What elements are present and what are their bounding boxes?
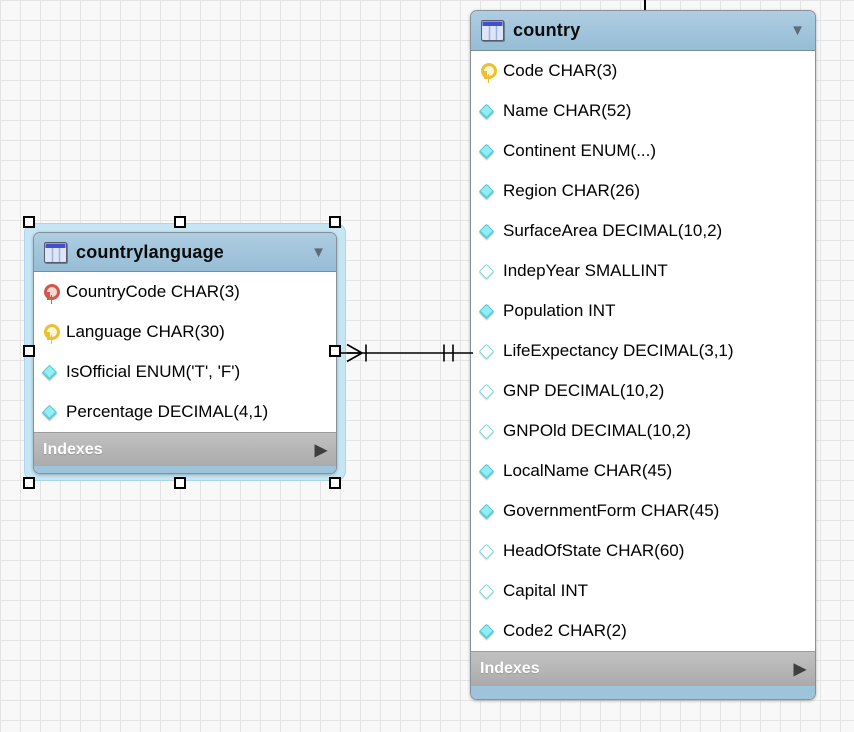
column-row[interactable]: Capital INT xyxy=(471,571,815,611)
column-label: Capital INT xyxy=(503,581,589,600)
selection-handle-top-right[interactable] xyxy=(329,216,341,228)
key-red-icon xyxy=(41,284,60,300)
diamond-filled-icon xyxy=(478,103,494,119)
column-row[interactable]: GNP DECIMAL(10,2) xyxy=(471,371,815,411)
column-label: Continent ENUM(...) xyxy=(503,141,657,160)
column-list: Code CHAR(3) Name CHAR(52) Continent ENU… xyxy=(471,51,815,651)
column-row[interactable]: LocalName CHAR(45) xyxy=(471,451,815,491)
column-label: CountryCode CHAR(3) xyxy=(66,282,240,301)
relationship-line[interactable] xyxy=(337,330,477,376)
column-row[interactable]: LifeExpectancy DECIMAL(3,1) xyxy=(471,331,815,371)
column-row[interactable]: HeadOfState CHAR(60) xyxy=(471,531,815,571)
selection-handle-mid-right[interactable] xyxy=(329,345,341,357)
indexes-label: Indexes xyxy=(43,440,103,458)
table-icon xyxy=(481,20,504,41)
collapse-arrow-icon[interactable]: ▼ xyxy=(790,22,805,39)
column-label: Name CHAR(52) xyxy=(503,101,632,120)
column-label: Language CHAR(30) xyxy=(66,322,225,341)
column-label: GNPOld DECIMAL(10,2) xyxy=(503,421,691,440)
column-row[interactable]: Percentage DECIMAL(4,1) xyxy=(34,392,336,432)
column-label: LocalName CHAR(45) xyxy=(503,461,673,480)
selection-handle-bottom-left[interactable] xyxy=(23,477,35,489)
diamond-hollow-icon xyxy=(478,263,494,279)
column-row[interactable]: IndepYear SMALLINT xyxy=(471,251,815,291)
column-label: Population INT xyxy=(503,301,616,320)
column-row[interactable]: Name CHAR(52) xyxy=(471,91,815,131)
diamond-filled-icon xyxy=(478,463,494,479)
diamond-filled-icon xyxy=(478,623,494,639)
selection-handle-top-center[interactable] xyxy=(174,216,186,228)
indexes-label: Indexes xyxy=(480,660,540,677)
indexes-bar[interactable]: Indexes ▶ xyxy=(34,432,336,466)
column-row[interactable]: Code CHAR(3) xyxy=(471,51,815,91)
selection-handle-top-left[interactable] xyxy=(23,216,35,228)
column-label: HeadOfState CHAR(60) xyxy=(503,541,685,560)
diamond-hollow-icon xyxy=(478,383,494,399)
table-header[interactable]: country ▼ xyxy=(471,11,815,51)
column-label: Code2 CHAR(2) xyxy=(503,621,627,640)
diamond-filled-icon xyxy=(478,303,494,319)
column-row[interactable]: CountryCode CHAR(3) xyxy=(34,272,336,312)
column-list: CountryCode CHAR(3) Language CHAR(30) Is… xyxy=(34,272,336,432)
column-row[interactable]: Language CHAR(30) xyxy=(34,312,336,352)
diamond-filled-icon xyxy=(41,404,57,420)
relationship-line-stub[interactable] xyxy=(644,0,646,11)
selection-handle-bottom-center[interactable] xyxy=(174,477,186,489)
expand-arrow-icon[interactable]: ▶ xyxy=(793,661,806,678)
collapse-arrow-icon[interactable]: ▼ xyxy=(311,243,326,261)
table-countrylanguage[interactable]: countrylanguage ▼ CountryCode CHAR(3) La… xyxy=(33,232,337,474)
selection-handle-mid-left[interactable] xyxy=(23,345,35,357)
table-header[interactable]: countrylanguage ▼ xyxy=(34,233,336,272)
column-label: Percentage DECIMAL(4,1) xyxy=(66,402,269,421)
column-row[interactable]: IsOfficial ENUM('T', 'F') xyxy=(34,352,336,392)
column-row[interactable]: Code2 CHAR(2) xyxy=(471,611,815,651)
column-row[interactable]: SurfaceArea DECIMAL(10,2) xyxy=(471,211,815,251)
table-footer-strip xyxy=(34,466,336,473)
column-label: IsOfficial ENUM('T', 'F') xyxy=(66,362,241,381)
diamond-filled-icon xyxy=(478,223,494,239)
diamond-filled-icon xyxy=(478,503,494,519)
table-title: countrylanguage xyxy=(76,241,225,262)
indexes-bar[interactable]: Indexes ▶ xyxy=(471,651,815,686)
column-label: GovernmentForm CHAR(45) xyxy=(503,501,720,520)
column-row[interactable]: Continent ENUM(...) xyxy=(471,131,815,171)
key-yellow-icon xyxy=(41,324,60,340)
column-label: SurfaceArea DECIMAL(10,2) xyxy=(503,221,723,240)
table-footer-strip xyxy=(471,686,815,699)
diamond-hollow-icon xyxy=(478,343,494,359)
diamond-hollow-icon xyxy=(478,423,494,439)
selection-handle-bottom-right[interactable] xyxy=(329,477,341,489)
column-row[interactable]: Region CHAR(26) xyxy=(471,171,815,211)
column-row[interactable]: Population INT xyxy=(471,291,815,331)
column-label: Region CHAR(26) xyxy=(503,181,640,200)
table-icon xyxy=(44,241,67,263)
diamond-hollow-icon xyxy=(478,543,494,559)
column-label: LifeExpectancy DECIMAL(3,1) xyxy=(503,341,734,360)
column-row[interactable]: GovernmentForm CHAR(45) xyxy=(471,491,815,531)
diamond-filled-icon xyxy=(478,183,494,199)
diamond-hollow-icon xyxy=(478,583,494,599)
column-row[interactable]: GNPOld DECIMAL(10,2) xyxy=(471,411,815,451)
diamond-filled-icon xyxy=(41,364,57,380)
column-label: Code CHAR(3) xyxy=(503,61,618,80)
key-yellow-icon xyxy=(478,63,497,79)
column-label: IndepYear SMALLINT xyxy=(503,261,668,280)
table-country[interactable]: country ▼ Code CHAR(3) Name CHAR(52) Con… xyxy=(470,10,816,700)
diamond-filled-icon xyxy=(478,143,494,159)
column-label: GNP DECIMAL(10,2) xyxy=(503,381,665,400)
table-title: country xyxy=(513,20,581,40)
expand-arrow-icon[interactable]: ▶ xyxy=(314,441,327,459)
